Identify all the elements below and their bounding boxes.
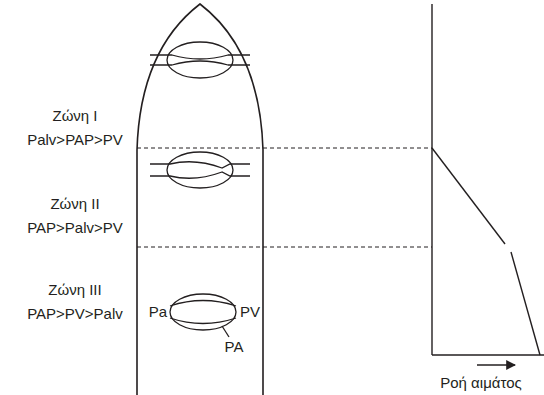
- zone-label: Ζώνη I: [52, 108, 97, 125]
- pressure-symbol: PV: [240, 304, 260, 321]
- alveolus-capillary: [150, 152, 250, 188]
- pressure-symbol: Pa: [149, 304, 167, 321]
- pressure-relation: Palv>PAP>PV: [27, 132, 123, 149]
- pressure-symbol: PA: [225, 339, 244, 356]
- pressure-relation: PAP>Palv>PV: [27, 220, 123, 237]
- lung-outline: [137, 4, 263, 395]
- zone-divider: [137, 247, 432, 248]
- zone-label: Ζώνη III: [48, 282, 101, 299]
- alveolus-capillary: [150, 42, 250, 78]
- pressure-relation: PAP>PV>Palv: [27, 306, 123, 323]
- axis-label: Ροή αιμάτος: [440, 375, 521, 392]
- alveolus-capillary: [170, 294, 236, 337]
- zone-divider: [137, 148, 432, 149]
- zone-label: Ζώνη II: [50, 196, 99, 213]
- blood-flow-graph: [432, 4, 544, 365]
